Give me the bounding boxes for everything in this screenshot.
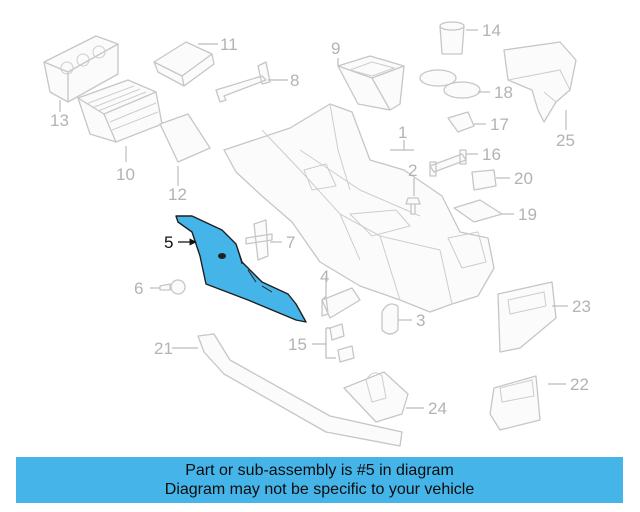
callout-6: 6 — [134, 279, 143, 298]
callout-19: 19 — [518, 205, 537, 224]
leader-lines — [59, 29, 568, 409]
part-17-clip — [447, 111, 475, 133]
callout-3: 3 — [416, 311, 425, 330]
part-16-bracket — [429, 149, 467, 177]
part-15-clips — [329, 323, 355, 363]
part-10-vent-grille — [77, 79, 163, 143]
callout-22: 22 — [570, 375, 589, 394]
parts-diagram: 11 8 9 13 10 12 14 18 17 16 20 19 25 1 2… — [43, 21, 591, 447]
callout-24: 24 — [428, 399, 447, 418]
part-24-shifter-base — [343, 371, 409, 423]
callout-10: 10 — [116, 165, 135, 184]
part-8-bracket — [215, 61, 271, 103]
part-2-bolt — [405, 197, 421, 215]
callout-15: 15 — [288, 335, 307, 354]
callout-25: 25 — [556, 131, 575, 150]
part-4-bracket — [321, 287, 361, 319]
part-3-cover — [381, 303, 399, 335]
part-6-screw — [159, 279, 186, 295]
part-18-cup-insert — [419, 69, 481, 99]
callout-21: 21 — [154, 339, 173, 358]
callout-1: 1 — [398, 123, 407, 142]
callout-labels: 11 8 9 13 10 12 14 18 17 16 20 19 25 1 2… — [50, 21, 591, 418]
part-12-pad — [159, 113, 211, 163]
callout-16: 16 — [482, 145, 501, 164]
callout-23: 23 — [572, 297, 591, 316]
part-11-tray — [153, 41, 215, 87]
part-22-bin — [489, 375, 541, 431]
callout-18: 18 — [494, 83, 513, 102]
part-5-highlighted[interactable] — [175, 215, 307, 323]
part-9-bezel — [337, 55, 405, 111]
callout-5: 5 — [164, 233, 173, 252]
callout-14: 14 — [482, 21, 501, 40]
callout-7: 7 — [286, 233, 295, 252]
part-23-rear-vent — [497, 281, 557, 353]
callout-20: 20 — [514, 169, 533, 188]
part-13-switch-panel — [43, 35, 119, 103]
callout-17: 17 — [490, 115, 509, 134]
callout-8: 8 — [290, 71, 299, 90]
info-banner: Part or sub-assembly is #5 in diagram Di… — [16, 457, 623, 503]
callout-13: 13 — [50, 111, 69, 130]
banner-line-2: Diagram may not be specific to your vehi… — [164, 481, 475, 498]
part-14-cup — [439, 21, 465, 55]
part-20-clip — [471, 169, 497, 191]
callout-9: 9 — [331, 39, 340, 58]
callout-11: 11 — [220, 35, 238, 54]
part-21-trim-strip — [197, 333, 403, 447]
callout-4: 4 — [320, 267, 329, 286]
callout-2: 2 — [408, 161, 417, 180]
center-console — [223, 103, 495, 313]
banner-line-1: Part or sub-assembly is #5 in diagram — [185, 462, 454, 479]
part-19-pad — [453, 199, 503, 223]
callout-12: 12 — [168, 185, 187, 204]
part-25-armrest — [503, 41, 577, 123]
part-7-bracket — [245, 219, 273, 261]
